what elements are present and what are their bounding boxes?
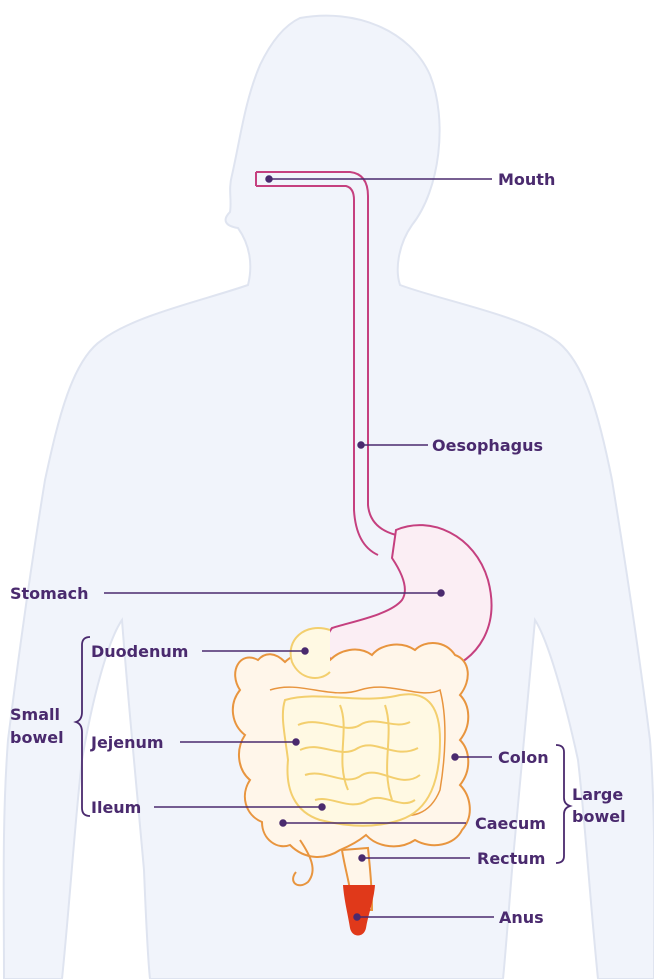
mouth-dot (266, 176, 272, 182)
group-small-bowel-line1: Small (10, 705, 60, 724)
small-bowel (283, 694, 440, 826)
label-caecum: Caecum (475, 814, 546, 833)
ileum-dot (319, 804, 325, 810)
oesophagus-dot (358, 442, 364, 448)
colon-dot (452, 754, 458, 760)
group-small-bowel-line2: bowel (10, 728, 64, 747)
label-duodenum: Duodenum (91, 642, 188, 661)
duodenum-dot (302, 648, 308, 654)
label-rectum: Rectum (477, 849, 545, 868)
label-oesophagus: Oesophagus (432, 436, 543, 455)
label-colon: Colon (498, 748, 549, 767)
label-ileum: Ileum (91, 798, 141, 817)
jejenum-dot (293, 739, 299, 745)
label-mouth: Mouth (498, 170, 555, 189)
group-large-bowel-line2: bowel (572, 807, 626, 826)
rectum-dot (359, 855, 365, 861)
stomach-dot (438, 590, 444, 596)
label-jejenum: Jejenum (90, 733, 164, 752)
small-bowel-fill (283, 694, 440, 826)
caecum-dot (280, 820, 286, 826)
large-bowel-bracket (556, 745, 570, 863)
anus-dot (354, 914, 360, 920)
label-stomach: Stomach (10, 584, 89, 603)
label-anus: Anus (499, 908, 544, 927)
group-large-bowel-line1: Large (572, 785, 623, 804)
